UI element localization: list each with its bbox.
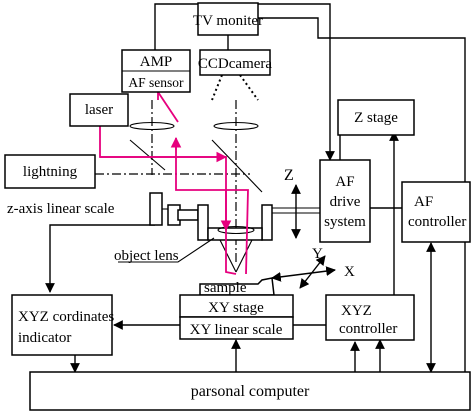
af-drive-system-box: AF drive system: [319, 159, 371, 243]
xy-stage-label: XY stage: [208, 300, 264, 316]
af-drive-label-3: system: [324, 214, 366, 230]
af-controller-label-2: controller: [408, 214, 466, 230]
xyz-controller-label-1: XYZ: [341, 303, 372, 319]
af-controller-label-1: AF: [414, 194, 433, 210]
x-axis-label: X: [344, 264, 355, 280]
amp-af-sensor-box: AMP AF sensor: [121, 49, 191, 93]
af-controller-box: AF controller: [401, 181, 471, 243]
xy-stage-box: XY stage: [179, 294, 294, 318]
lightning-label: lightning: [23, 164, 78, 180]
personal-computer-label: parsonal computer: [191, 383, 310, 400]
xy-linear-scale-box: XY linear scale: [179, 316, 294, 340]
af-drive-label-2: drive: [330, 194, 361, 210]
xyz-indicator-label-1: XYZ cordinates: [18, 309, 114, 325]
tv-monitor-box: TV moniter: [193, 2, 263, 36]
personal-computer-box: parsonal computer: [29, 371, 471, 411]
sample-box: sample: [199, 277, 275, 296]
laser-label: laser: [85, 102, 113, 118]
af-sensor-label: AF sensor: [128, 75, 184, 90]
xyz-controller-label-2: controller: [339, 321, 397, 337]
ccd-camera-box: CCDcamera: [198, 49, 272, 76]
z-axis-linear-scale: z-axis linear scale: [7, 192, 168, 226]
xyz-controller-box: XYZ controller: [325, 294, 415, 341]
z-stage-box: Z stage: [337, 99, 415, 136]
object-lens-label: object lens: [114, 248, 179, 264]
connection-lines: [45, 3, 466, 373]
ccd-camera-label: CCDcamera: [198, 56, 272, 72]
z-stage-label: Z stage: [354, 110, 398, 126]
sample-label: sample: [204, 280, 247, 296]
z-axis-indicator: Z: [284, 167, 301, 239]
amp-label: AMP: [140, 54, 173, 70]
y-axis-label: Y: [312, 246, 323, 262]
xyz-indicator-label-2: indicator: [18, 330, 71, 346]
laser-path: [99, 89, 249, 275]
xyz-indicator-box: XYZ cordinates indicator: [11, 294, 114, 356]
xy-axis-indicator: X Y: [271, 246, 355, 289]
object-lens-callout: object lens: [114, 237, 215, 264]
af-drive-label-1: AF: [335, 174, 354, 190]
z-axis-label: Z: [284, 167, 294, 184]
laser-box: laser: [69, 93, 129, 127]
z-axis-scale-label: z-axis linear scale: [7, 201, 115, 217]
tv-monitor-label: TV moniter: [193, 13, 263, 29]
lightning-box: lightning: [4, 154, 96, 189]
xy-linear-scale-label: XY linear scale: [190, 322, 283, 338]
